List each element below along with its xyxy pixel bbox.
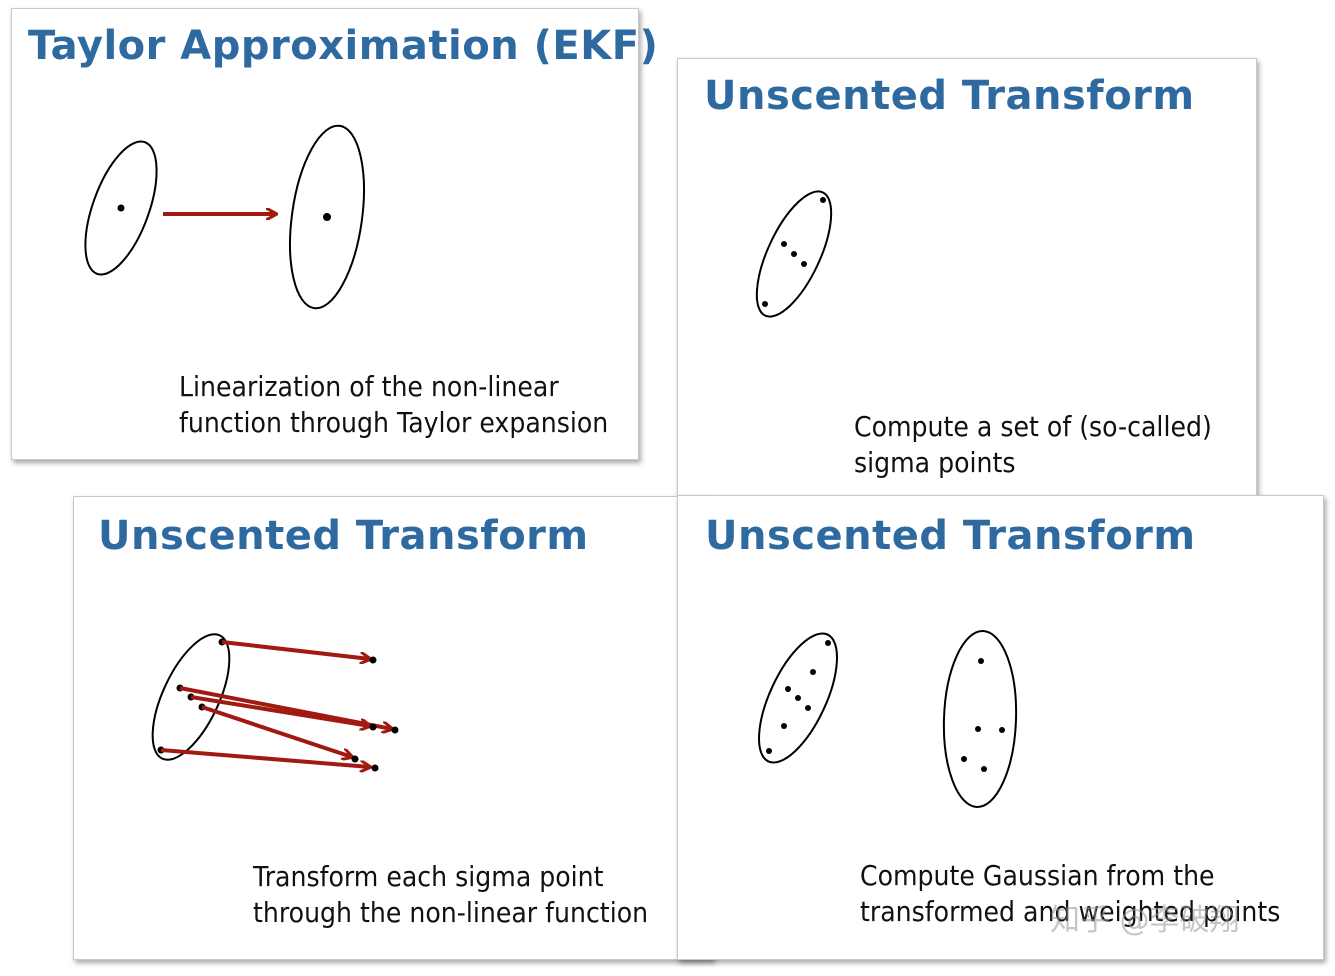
sigma-ellipse bbox=[151, 633, 231, 761]
transformed-point bbox=[978, 658, 984, 664]
transformed-point bbox=[391, 726, 399, 734]
caption-line-2: transformed and weighted points bbox=[860, 895, 1281, 928]
transformed-point bbox=[369, 656, 377, 664]
sigma-point bbox=[766, 748, 772, 754]
transformed-point bbox=[369, 723, 377, 731]
transformed-point bbox=[351, 755, 359, 763]
gaussian-diagram bbox=[758, 630, 1018, 808]
sigma-point bbox=[810, 669, 816, 675]
sigma-point bbox=[762, 301, 768, 307]
transformed-point bbox=[961, 756, 967, 762]
transformed-point bbox=[975, 726, 981, 732]
transform-diagram bbox=[151, 633, 399, 961]
caption-line-2: function through Taylor expansion bbox=[179, 406, 609, 439]
panel-gaussian-title: Unscented Transform bbox=[705, 513, 1196, 559]
caption-line-1: Linearization of the non-linear bbox=[179, 370, 559, 403]
transformed-point bbox=[371, 764, 379, 772]
panel-sigma-points: Unscented Transform Compute a set of (so… bbox=[677, 58, 1257, 498]
transform-arrow bbox=[201, 705, 352, 757]
caption-line-2: through the non-linear function bbox=[253, 896, 649, 929]
panel-sigma-title: Unscented Transform bbox=[704, 73, 1195, 119]
panel-ekf: Taylor Approximation (EKF) Linearization… bbox=[11, 8, 658, 460]
sigma-point bbox=[781, 723, 787, 729]
caption-line-2: sigma points bbox=[854, 446, 1016, 479]
transform-arrow bbox=[190, 695, 370, 726]
panel-transform-points: Unscented Transform Transform each sigma… bbox=[73, 496, 713, 960]
sigma-point bbox=[791, 251, 797, 257]
input-ellipse bbox=[84, 140, 158, 276]
sigma-point bbox=[801, 261, 807, 267]
transform-arrow bbox=[221, 640, 370, 659]
caption-line-1: Transform each sigma point bbox=[253, 860, 604, 893]
sigma-point bbox=[781, 241, 787, 247]
sigma-point bbox=[820, 197, 826, 203]
transform-arrow bbox=[160, 748, 370, 767]
sigma-diagram bbox=[755, 190, 833, 318]
sigma-point bbox=[805, 705, 811, 711]
sigma-ellipse bbox=[755, 190, 833, 318]
input-mean-point bbox=[117, 204, 125, 212]
panel-transform-title: Unscented Transform bbox=[98, 513, 589, 559]
panel-gaussian-caption: Compute Gaussian from the transformed an… bbox=[860, 858, 1280, 930]
caption-line-1: Compute Gaussian from the bbox=[860, 859, 1215, 892]
panel-compute-gaussian: Unscented Transform Compute Gaussian fro… bbox=[677, 495, 1324, 960]
panel-transform-caption: Transform each sigma point through the n… bbox=[253, 859, 648, 931]
transformed-point bbox=[999, 727, 1005, 733]
panel-sigma-caption: Compute a set of (so-called) sigma point… bbox=[854, 409, 1212, 481]
output-ellipse bbox=[289, 124, 365, 310]
panel-ekf-caption: Linearization of the non-linear function… bbox=[179, 369, 608, 441]
caption-line-1: Compute a set of (so-called) bbox=[854, 410, 1212, 443]
ekf-diagram bbox=[84, 124, 365, 310]
watermark: 知乎 @李破翔 bbox=[1050, 903, 1240, 938]
transformed-point bbox=[981, 766, 987, 772]
sigma-point bbox=[785, 686, 791, 692]
sigma-point bbox=[795, 695, 801, 701]
panel-ekf-title: Taylor Approximation (EKF) bbox=[28, 23, 659, 69]
sigma-point bbox=[825, 640, 831, 646]
output-mean-point bbox=[323, 213, 331, 221]
output-ellipse bbox=[942, 630, 1018, 808]
sigma-ellipse bbox=[758, 632, 838, 764]
